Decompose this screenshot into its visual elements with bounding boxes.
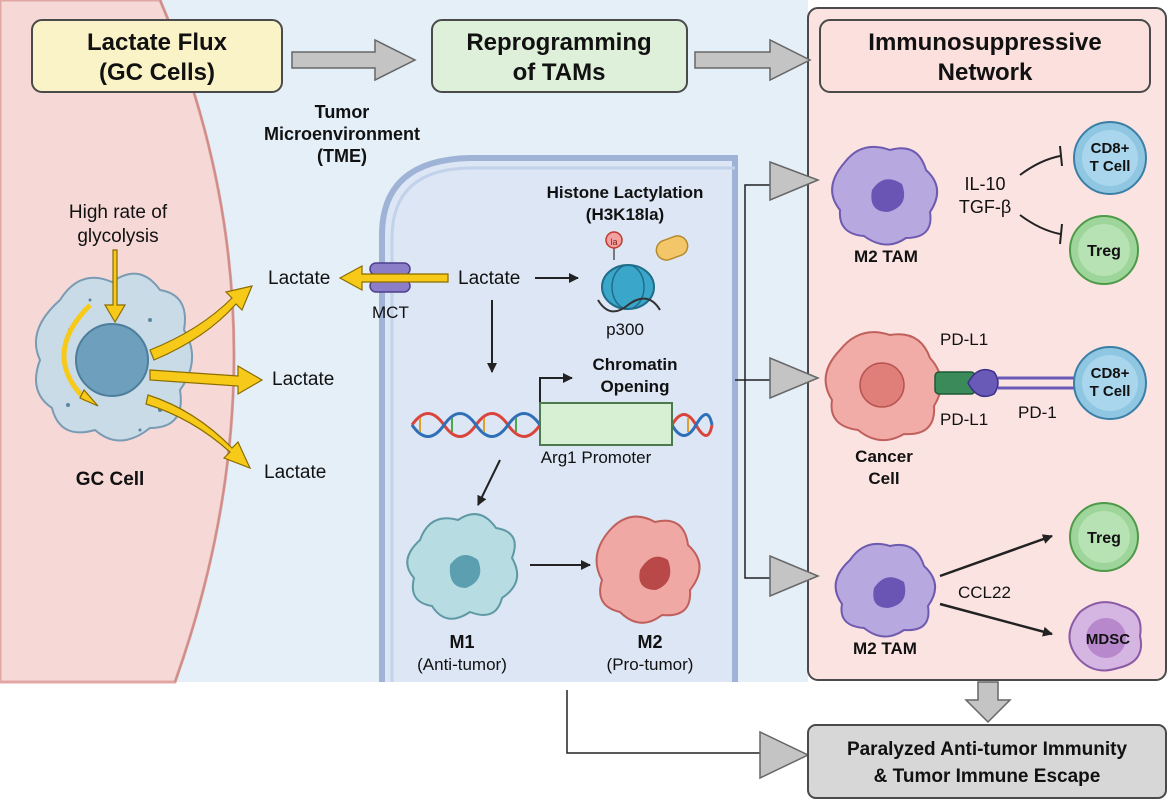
m1-macrophage [406, 513, 519, 620]
gc-membrane [159, 0, 235, 683]
cancer-line2: Cell [868, 469, 899, 488]
cd8-t-cell-1 [1073, 121, 1147, 195]
ccl22-label: CCL22 [958, 583, 1011, 602]
tam-membrane-inner [390, 166, 735, 682]
cd8-2-line2: T Cell [1090, 383, 1131, 400]
histone-line2: (H3K18la) [586, 205, 664, 224]
glycolysis-arrows [61, 249, 127, 407]
p300-label: p300 [606, 320, 644, 339]
outcome-line1: Paralyzed Anti-tumor Immunity [847, 739, 1128, 760]
lactate-flux-box [31, 19, 283, 93]
pdl1-top-label: PD-L1 [940, 330, 988, 349]
arg1-promoter-label: Arg1 Promoter [541, 448, 652, 467]
lactate-flux-line1: Lactate Flux [87, 29, 228, 56]
m2-tam-2-label: M2 TAM [853, 639, 917, 658]
mdsc-label: MDSC [1086, 631, 1130, 648]
lactate-label-2: Lactate [272, 369, 334, 390]
il10-label: IL-10 [964, 174, 1005, 194]
cd8-1-line1: CD8+ [1091, 140, 1130, 157]
lactyl-tag: la [610, 237, 617, 247]
inhibit-treg-line [1019, 214, 1061, 235]
lactate-efflux-arrows [145, 285, 264, 470]
histone-icon [597, 231, 689, 313]
inhibit-treg-bar [1059, 223, 1063, 245]
tme-lactate-label: Lactate [458, 268, 520, 289]
lactate-label-1: Lactate [268, 268, 330, 289]
pd1-pdl1-complex [934, 368, 1080, 398]
mdsc-cell [1068, 601, 1142, 672]
cd8-t-cell-2 [1073, 346, 1147, 420]
chromatin-line1: Chromatin [593, 355, 678, 374]
mct-transporter [369, 262, 411, 293]
m1-label: M1 [449, 632, 474, 652]
gc-cell-label: GC Cell [76, 469, 145, 490]
connector-bottom [744, 380, 770, 579]
outcome-connector [566, 690, 760, 754]
m2-label: M2 [637, 632, 662, 652]
tme-line3: (TME) [317, 146, 367, 166]
immunosuppressive-box [819, 19, 1151, 93]
reprogramming-line2: of TAMs [513, 59, 606, 86]
header-arrow-1 [291, 38, 417, 82]
m2-sublabel: (Pro-tumor) [607, 655, 694, 674]
inhibit-cd8-bar [1059, 145, 1063, 167]
treg-cell-2 [1069, 502, 1139, 572]
cancer-cell [824, 331, 942, 441]
immunosuppressive-line1: Immunosuppressive [868, 29, 1101, 56]
dna-helix [410, 412, 714, 438]
outcome-box [807, 724, 1167, 799]
inhibit-cd8-line [1019, 155, 1061, 176]
pdl1-bottom-label: PD-L1 [940, 410, 988, 429]
m2-tam-1-label: M2 TAM [854, 247, 918, 266]
treg-cell-1 [1069, 215, 1139, 285]
gray-arrow-bottom [769, 554, 820, 598]
reprogramming-box [431, 19, 688, 93]
cancer-line1: Cancer [855, 447, 913, 466]
connector-top [735, 184, 770, 381]
pd1-label: PD-1 [1018, 403, 1057, 422]
ccl22-to-mdsc-arrow [939, 602, 1053, 637]
ccl22-to-treg-arrow [939, 534, 1053, 578]
glycolysis-line2: glycolysis [77, 226, 158, 247]
m1-sublabel: (Anti-tumor) [417, 655, 507, 674]
cd8-1-line2: T Cell [1090, 158, 1131, 175]
mct-lactate-arrow [338, 264, 449, 292]
tme-line2: Microenvironment [264, 124, 420, 144]
treg-1-label: Treg [1087, 243, 1121, 260]
lactate-flux-line2: (GC Cells) [99, 59, 215, 86]
outcome-line2: & Tumor Immune Escape [874, 766, 1101, 787]
tgfb-label: TGF-β [959, 197, 1011, 217]
promoter-to-m1-arrow [477, 459, 501, 506]
transcription-arrow [539, 373, 573, 402]
gray-arrow-middle [769, 356, 820, 400]
histone-line1: Histone Lactylation [547, 183, 704, 202]
lactate-label-3: Lactate [264, 462, 326, 483]
m2-tam-2 [834, 542, 936, 638]
header-arrow-2 [694, 38, 812, 82]
gray-arrow-top [769, 160, 821, 202]
glycolysis-line1: High rate of [69, 202, 168, 223]
down-arrow [964, 681, 1012, 724]
tme-line1: Tumor [315, 102, 370, 122]
m2-tam-1 [831, 146, 938, 246]
arg1-promoter-box [539, 402, 673, 446]
immunosuppressive-line2: Network [938, 59, 1033, 86]
cd8-2-line1: CD8+ [1091, 365, 1130, 382]
chromatin-line2: Opening [601, 377, 670, 396]
outcome-arrow [759, 730, 810, 780]
m2-macrophage [595, 515, 701, 624]
mct-label: MCT [372, 303, 409, 322]
treg-2-label: Treg [1087, 530, 1121, 547]
reprogramming-line1: Reprogramming [466, 29, 651, 56]
